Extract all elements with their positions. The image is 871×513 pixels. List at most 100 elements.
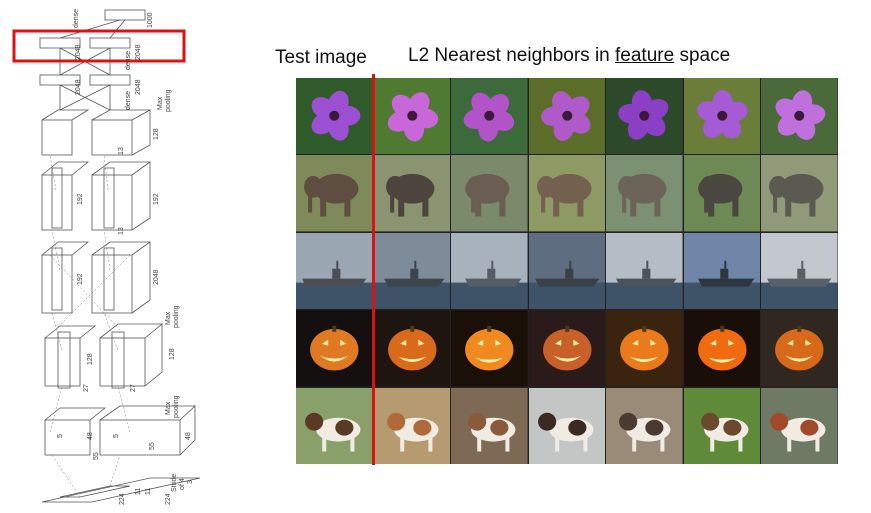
neighbor-image-ship-6 bbox=[761, 232, 838, 310]
label-max-pooling-low-a: Max bbox=[165, 401, 172, 415]
neighbor-image-dog-6 bbox=[761, 387, 838, 464]
pumpkin-photo bbox=[761, 310, 838, 387]
label-13-a: 13 bbox=[118, 147, 125, 155]
label-55-b: 55 bbox=[149, 442, 156, 450]
elephant-photo bbox=[683, 155, 761, 232]
conv1-block-top bbox=[44, 419, 91, 456]
neighbor-image-pumpkin-4 bbox=[606, 310, 683, 387]
label-2048-e: 2048 bbox=[153, 269, 160, 285]
neighbor-image-elephant-4 bbox=[606, 155, 683, 232]
highlighted-dense-layer-box bbox=[12, 29, 186, 63]
dense-layer-1-top bbox=[39, 74, 81, 86]
neighbor-image-flower-1 bbox=[373, 78, 451, 155]
label-5-b: 5 bbox=[113, 434, 120, 438]
dog-photo bbox=[606, 387, 683, 464]
dog-photo bbox=[373, 387, 451, 464]
label-3: 3 bbox=[187, 480, 194, 484]
ship-photo bbox=[761, 232, 838, 310]
flower-photo bbox=[761, 78, 838, 155]
label-192-c: 192 bbox=[77, 273, 84, 285]
flower-photo bbox=[606, 78, 683, 155]
ship-photo bbox=[606, 232, 683, 310]
conv3-block-bottom bbox=[91, 254, 133, 314]
label-2048-d: 2048 bbox=[135, 79, 142, 95]
ship-photo bbox=[683, 232, 761, 310]
label-dense-top: dense bbox=[73, 9, 80, 28]
ship-photo bbox=[296, 232, 373, 310]
neighbor-image-ship-2 bbox=[451, 232, 528, 310]
label-2048-c: 2048 bbox=[75, 79, 82, 95]
label-128-mid-b: 128 bbox=[169, 348, 176, 360]
neighbor-image-flower-4 bbox=[606, 78, 683, 155]
label-dense-low: dense bbox=[125, 91, 132, 110]
neighbor-image-dog-5 bbox=[683, 387, 761, 464]
neighbor-image-ship-1 bbox=[373, 232, 451, 310]
elephant-photo bbox=[296, 155, 373, 232]
neighbor-image-flower-6 bbox=[761, 78, 838, 155]
dog-photo bbox=[683, 387, 761, 464]
output-layer bbox=[104, 9, 146, 21]
conv2-block-top bbox=[44, 337, 81, 387]
neighbor-image-dog-4 bbox=[606, 387, 683, 464]
neighbor-image-dog-1 bbox=[373, 387, 451, 464]
label-stride-a: Stride bbox=[171, 474, 178, 492]
label-55-a: 55 bbox=[93, 452, 100, 460]
dog-photo bbox=[528, 387, 606, 464]
neighbor-image-elephant-1 bbox=[373, 155, 451, 232]
elephant-photo bbox=[606, 155, 683, 232]
neighbor-image-elephant-6 bbox=[761, 155, 838, 232]
neighbor-image-pumpkin-6 bbox=[761, 310, 838, 387]
neighbor-image-ship-5 bbox=[683, 232, 761, 310]
label-13-b: 13 bbox=[118, 227, 125, 235]
elephant-photo bbox=[451, 155, 528, 232]
label-48-b: 48 bbox=[185, 432, 192, 440]
test-image-flower bbox=[296, 78, 373, 155]
label-max-pooling-low-b: pooling bbox=[173, 395, 180, 418]
conv3-block-top bbox=[41, 254, 73, 314]
label-128-mid-a: 128 bbox=[87, 353, 94, 365]
label-dense-mid: dense bbox=[125, 51, 132, 70]
neighbor-image-elephant-2 bbox=[451, 155, 528, 232]
test-image-heading: Test image bbox=[275, 47, 367, 68]
cnn-architecture-diagram: 1000 dense dense dense 2048 2048 2048 20… bbox=[12, 9, 201, 505]
label-max-pooling-mid-a: Max bbox=[165, 311, 172, 325]
conv4-block-bottom bbox=[91, 174, 133, 231]
ship-photo bbox=[373, 232, 451, 310]
conv1-block-bottom bbox=[99, 419, 181, 456]
ship-photo bbox=[528, 232, 606, 310]
elephant-photo bbox=[528, 155, 606, 232]
conv2-block-bottom bbox=[99, 337, 146, 387]
label-max-pooling-top-b: pooling bbox=[165, 89, 172, 112]
neighbor-image-ship-4 bbox=[606, 232, 683, 310]
conv5-block-top bbox=[41, 119, 73, 156]
pumpkin-photo bbox=[606, 310, 683, 387]
label-5-a: 5 bbox=[57, 434, 64, 438]
test-image-divider bbox=[372, 74, 375, 465]
neighbor-image-flower-3 bbox=[528, 78, 606, 155]
label-11-b: 11 bbox=[145, 488, 152, 495]
test-image-pumpkin bbox=[296, 310, 373, 387]
dense-layer-2-bottom bbox=[89, 37, 131, 49]
label-224-b: 224 bbox=[165, 493, 172, 505]
neighbor-image-flower-2 bbox=[451, 78, 528, 155]
pumpkin-photo bbox=[528, 310, 606, 387]
neighbor-image-dog-3 bbox=[528, 387, 606, 464]
neighbor-image-pumpkin-5 bbox=[683, 310, 761, 387]
neighbor-image-pumpkin-2 bbox=[451, 310, 528, 387]
test-image-ship bbox=[296, 232, 373, 310]
dense-layer-2-top bbox=[39, 37, 81, 49]
elephant-photo bbox=[373, 155, 451, 232]
flower-photo bbox=[451, 78, 528, 155]
flower-photo bbox=[683, 78, 761, 155]
label-11-a: 11 bbox=[135, 488, 142, 495]
nearest-neighbor-image-grid bbox=[296, 78, 838, 464]
flower-photo bbox=[528, 78, 606, 155]
neighbor-image-pumpkin-1 bbox=[373, 310, 451, 387]
elephant-photo bbox=[761, 155, 838, 232]
dog-photo bbox=[451, 387, 528, 464]
dog-photo bbox=[296, 387, 373, 464]
neighbor-image-elephant-3 bbox=[528, 155, 606, 232]
label-max-pooling-top-a: Max bbox=[157, 96, 164, 110]
heading-prefix: L2 Nearest neighbors in bbox=[408, 45, 616, 66]
test-image-elephant bbox=[296, 155, 373, 232]
